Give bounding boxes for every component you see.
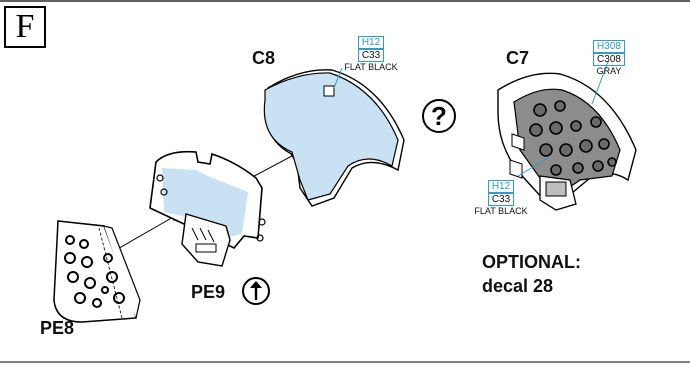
c8-part [264,68,404,206]
paint-code-c: C308 [593,53,625,66]
flip-part-icon [243,278,269,304]
part-label-pe8: PE8 [40,318,74,339]
paint-code-h: H308 [593,40,625,53]
paint-code-c: C33 [488,193,514,206]
optional-note-title: OPTIONAL: [482,252,581,273]
pe8-part [54,221,140,322]
optional-note-decal: decal 28 [482,276,553,297]
part-label-pe9: PE9 [191,282,225,303]
part-label-c7: C7 [506,48,529,69]
paint-code-h: H12 [358,36,384,49]
paint-code-h: H12 [488,180,514,193]
paint-color-name: FLAT BLACK [464,206,538,216]
paint-callout-c8: H12 C33 FLAT BLACK [336,36,406,72]
paint-callout-c7-bottom: H12 C33 FLAT BLACK [464,180,538,216]
paint-callout-c7-top: H308 C308 GRAY [586,40,632,76]
paint-code-c: C33 [358,49,384,62]
question-icon: ? [422,99,456,133]
step-letter: F [4,6,46,48]
paint-color-name: GRAY [586,66,632,76]
paint-color-name: FLAT BLACK [336,62,406,72]
part-label-c8: C8 [252,48,275,69]
pe9-part [150,152,265,266]
